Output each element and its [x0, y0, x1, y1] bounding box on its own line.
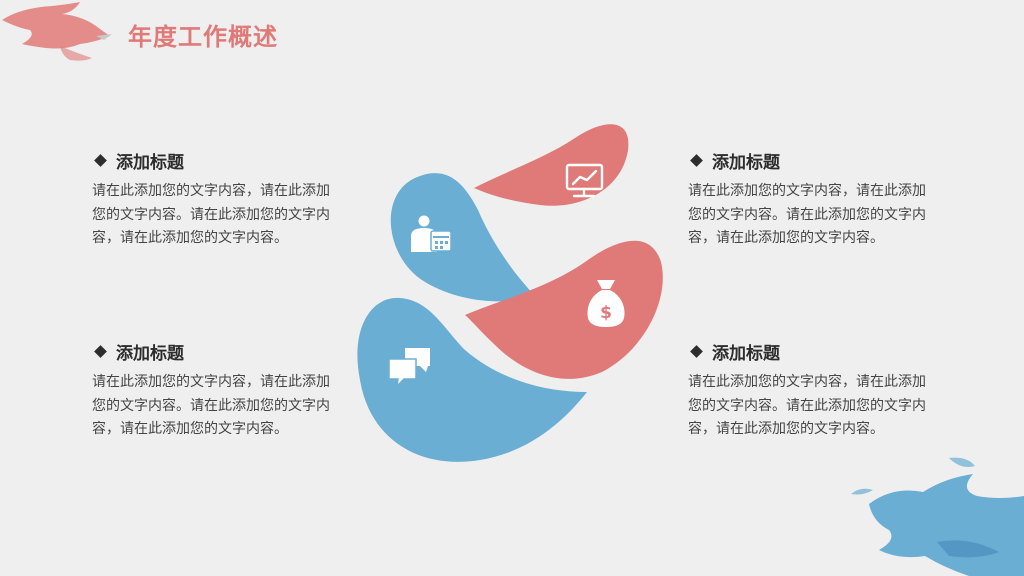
diamond-bullet-icon — [690, 344, 703, 358]
block-heading: 添加标题 — [688, 148, 938, 173]
petal-blue-upper — [390, 173, 537, 302]
block-heading: 添加标题 — [92, 339, 342, 364]
block-body-text: 请在此添加您的文字内容，请在此添加您的文字内容。请在此添加您的文字内容，请在此添… — [92, 374, 330, 437]
text-block-bottom-right: 添加标题 请在此添加您的文字内容，请在此添加您的文字内容。请在此添加您的文字内容… — [688, 339, 938, 442]
petal-red-middle — [465, 240, 663, 379]
diamond-bullet-icon — [94, 153, 107, 167]
chat-bubbles-icon — [388, 348, 430, 389]
diamond-bullet-icon — [690, 153, 703, 167]
block-heading-text: 添加标题 — [712, 343, 780, 364]
svg-text:$: $ — [600, 303, 612, 323]
block-heading-text: 添加标题 — [116, 343, 184, 364]
petal-blue-lower — [357, 297, 587, 462]
red-brush-decoration — [2, 2, 112, 61]
block-heading-text: 添加标题 — [712, 152, 780, 173]
block-body-text: 请在此添加您的文字内容，请在此添加您的文字内容。请在此添加您的文字内容，请在此添… — [688, 374, 926, 437]
text-block-top-left: 添加标题 请在此添加您的文字内容，请在此添加您的文字内容。请在此添加您的文字内容… — [92, 148, 342, 251]
blue-brush-decoration — [851, 457, 1024, 576]
block-body-text: 请在此添加您的文字内容，请在此添加您的文字内容。请在此添加您的文字内容，请在此添… — [688, 183, 926, 246]
money-bag-icon: $ — [587, 280, 625, 327]
petal-red-top — [474, 124, 629, 206]
block-heading-text: 添加标题 — [116, 152, 184, 173]
user-calendar-icon — [411, 215, 452, 252]
diamond-bullet-icon — [94, 344, 107, 358]
text-block-top-right: 添加标题 请在此添加您的文字内容，请在此添加您的文字内容。请在此添加您的文字内容… — [688, 148, 938, 251]
page-title: 年度工作概述 — [128, 23, 278, 51]
text-block-bottom-left: 添加标题 请在此添加您的文字内容，请在此添加您的文字内容。请在此添加您的文字内容… — [92, 339, 342, 442]
center-petal-graphic: $ — [357, 124, 663, 462]
block-body-text: 请在此添加您的文字内容，请在此添加您的文字内容。请在此添加您的文字内容，请在此添… — [92, 183, 330, 246]
block-heading: 添加标题 — [92, 148, 342, 173]
block-heading: 添加标题 — [688, 339, 938, 364]
monitor-chart-icon — [565, 163, 604, 198]
